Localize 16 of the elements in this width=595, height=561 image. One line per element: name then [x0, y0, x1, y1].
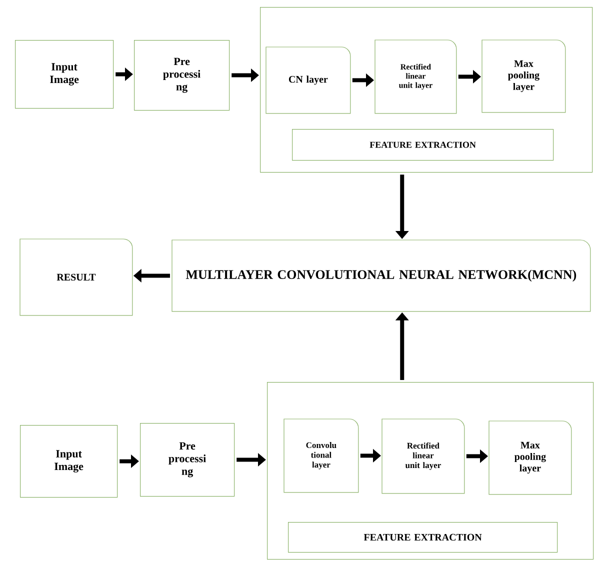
layer-box: Max pooling layer: [488, 420, 572, 495]
layer-box: CN layer: [266, 46, 351, 114]
process-box: Pre processi ng: [140, 423, 235, 497]
layer-box: Rectified linear unit layer: [374, 40, 457, 114]
process-box: Input Image: [15, 40, 114, 109]
label-box: FEATURE EXTRACTION: [288, 522, 558, 553]
network-box: MULTILAYER CONVOLUTIONAL NEURAL NETWORK(MCNN): [172, 240, 591, 312]
process-box: Input Image: [20, 425, 118, 498]
result-box: RESULT: [20, 238, 133, 316]
label-box: FEATURE EXTRACTION: [292, 129, 554, 161]
group-box: [260, 7, 593, 173]
layer-box: Convolu tional layer: [284, 418, 359, 493]
layer-box: Max pooling layer: [482, 40, 566, 113]
layer-box: Rectified linear unit layer: [382, 418, 465, 494]
group-box: [267, 382, 594, 560]
process-box: Pre processi ng: [134, 40, 230, 111]
